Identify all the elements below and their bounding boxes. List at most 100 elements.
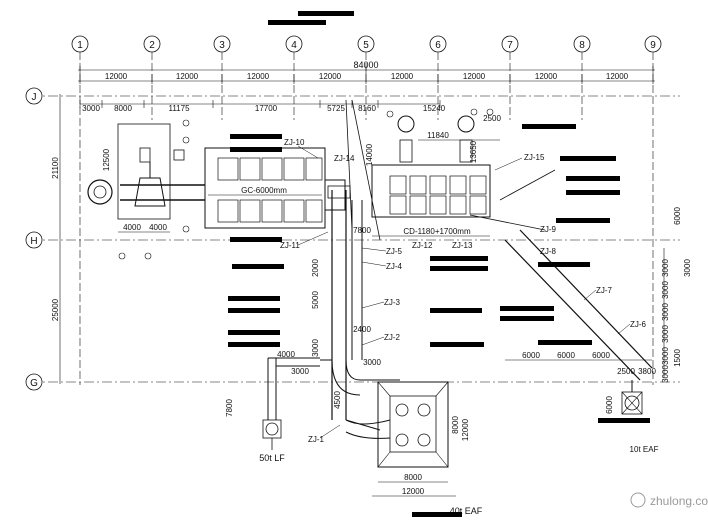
col-label-4: 4 (291, 40, 297, 51)
dim-duct-2000: 2000 (311, 259, 320, 277)
dim-right-1500: 1500 (673, 349, 682, 367)
dim-right-3000-6: 3000 (661, 365, 670, 383)
row-grid: J H G 21100 25000 (25, 87, 680, 391)
col-spacing-4: 12000 (319, 72, 342, 81)
bag-filter-right-label: CD-1180+1700mm (403, 227, 471, 236)
dim-3000b: 3000 (363, 358, 381, 367)
dim-left-12500: 12500 (102, 148, 111, 171)
row-label-H: H (30, 236, 37, 247)
watermark-text: zhulong.com (650, 494, 708, 508)
eaf-furnace-label: 40t EAF (450, 506, 483, 516)
duct-tag-zj-2: ZJ-2 (384, 333, 401, 342)
column-dimension-chain: 84000 12000 12000 12000 12000 12000 1200… (78, 60, 655, 84)
dim-2500: 2500 (483, 114, 501, 123)
col-label-2: 2 (149, 40, 155, 51)
lf-furnace: 50t LF 4000 3000 7800 (225, 350, 320, 463)
main-ductwork: 3000 5000 2000 2400 7800 4500 3000 14000 (311, 99, 400, 431)
small-eaf: 6000 10t EAF (605, 380, 659, 454)
dim-right-3000-4: 3000 (661, 325, 670, 343)
dim-eaf-8000b: 8000 (451, 416, 460, 434)
col-spacing-1: 12000 (105, 72, 128, 81)
dim-2500b: 2500 (617, 367, 635, 376)
dim-7800: 7800 (353, 226, 371, 235)
total-width-dim: 84000 (353, 60, 378, 70)
col-label-7: 7 (507, 40, 513, 51)
row-label-G: G (30, 378, 38, 389)
dim-lf-7800: 7800 (225, 399, 234, 417)
duct-tag-zj-8: ZJ-8 (540, 247, 557, 256)
dim-6000a: 6000 (522, 351, 540, 360)
dim-2400: 2400 (353, 325, 371, 334)
col-label-9: 9 (650, 40, 656, 51)
col-spacing-7: 12000 (535, 72, 558, 81)
duct-tag-zj-11: ZJ-11 (280, 241, 300, 250)
dim-duct-3000: 3000 (311, 339, 320, 357)
dim-11840: 11840 (427, 131, 449, 140)
dim-right-3000-2: 3000 (661, 281, 670, 299)
diagonal-duct-run: 6000 6000 6000 2500 3000 3000 3000 3000 … (469, 169, 692, 383)
dim-4500: 4500 (333, 391, 342, 409)
dim-right-3000-5: 3000 (661, 347, 670, 365)
bag-filter-left-label: GC-6000mm (241, 186, 287, 195)
duct-tag-zj-13: ZJ-13 (452, 241, 473, 250)
col-spacing-2: 12000 (176, 72, 199, 81)
top-dim-1: 3000 (82, 104, 100, 113)
duct-tag-zj-15: ZJ-15 (524, 153, 545, 162)
top-dim-5: 5725 (327, 104, 345, 113)
dim-lf-4000: 4000 (277, 350, 295, 359)
dim-right-3000-3: 3000 (661, 303, 670, 321)
col-label-8: 8 (579, 40, 585, 51)
dim-6000b: 6000 (557, 351, 575, 360)
top-dim-4: 17700 (255, 104, 278, 113)
dim-lf-3000: 3000 (291, 367, 309, 376)
col-spacing-8: 12000 (606, 72, 629, 81)
column-grid: 1 2 3 4 5 6 7 8 9 (71, 35, 662, 385)
col-label-1: 1 (77, 40, 83, 51)
dim-right-3000-1: 3000 (661, 259, 670, 277)
left-bag-filter: GC-6000mm (204, 147, 346, 229)
duct-tag-zj-14: ZJ-14 (334, 154, 355, 163)
dim-right-3000-7: 3000 (683, 259, 692, 277)
right-bag-filter: 11840 2500 CD-1180+1700mm 13650 (371, 108, 501, 237)
dim-right-6000: 6000 (673, 207, 682, 225)
duct-tag-zj-4: ZJ-4 (386, 262, 403, 271)
col-label-6: 6 (435, 40, 441, 51)
dim-6000c: 6000 (592, 351, 610, 360)
left-fan-area: 4000 4000 12500 (87, 119, 205, 260)
eaf-furnace: 8000 12000 8000 12000 40t EAF (345, 381, 483, 516)
row-spacing-2: 25000 (51, 298, 60, 321)
duct-tag-zj-1: ZJ-1 (308, 435, 325, 444)
duct-tag-zj-7: ZJ-7 (596, 286, 613, 295)
col-spacing-3: 12000 (247, 72, 270, 81)
col-label-3: 3 (219, 40, 225, 51)
col-spacing-6: 12000 (463, 72, 486, 81)
row-label-J: J (32, 92, 37, 103)
dim-13650: 13650 (469, 140, 478, 163)
row-spacing-1: 21100 (51, 157, 60, 179)
top-dim-7: 15240 (423, 104, 446, 113)
col-spacing-5: 12000 (391, 72, 414, 81)
top-dimension-chain: 3000 8000 11175 17700 5725 8160 15240 (79, 100, 446, 113)
watermark: zhulong.com (630, 492, 708, 508)
duct-tag-zj-6: ZJ-6 (630, 320, 647, 329)
duct-tag-zj-3: ZJ-3 (384, 298, 401, 307)
duct-tags: ZJ-1 ZJ-2 ZJ-3 ZJ-4 ZJ-5 ZJ-6 ZJ-7 ZJ-8 … (280, 138, 647, 444)
dim-duct-5000: 5000 (311, 291, 320, 309)
duct-tag-zj-10: ZJ-10 (284, 138, 305, 147)
duct-tag-zj-9: ZJ-9 (540, 225, 557, 234)
lf-furnace-label: 50t LF (259, 453, 285, 463)
redaction-bars (228, 11, 650, 517)
duct-tag-zj-12: ZJ-12 (412, 241, 433, 250)
dim-14000: 14000 (365, 143, 374, 166)
dim-left-4000a: 4000 (123, 223, 141, 232)
dim-left-4000b: 4000 (149, 223, 167, 232)
dim-small-eaf-6000: 6000 (605, 396, 614, 414)
col-label-5: 5 (363, 40, 369, 51)
small-eaf-label: 10t EAF (630, 445, 659, 454)
dim-eaf-8000: 8000 (404, 473, 422, 482)
dim-eaf-12000b: 12000 (461, 418, 470, 441)
dim-3800: 3800 (638, 367, 656, 376)
duct-tag-zj-5: ZJ-5 (386, 247, 403, 256)
